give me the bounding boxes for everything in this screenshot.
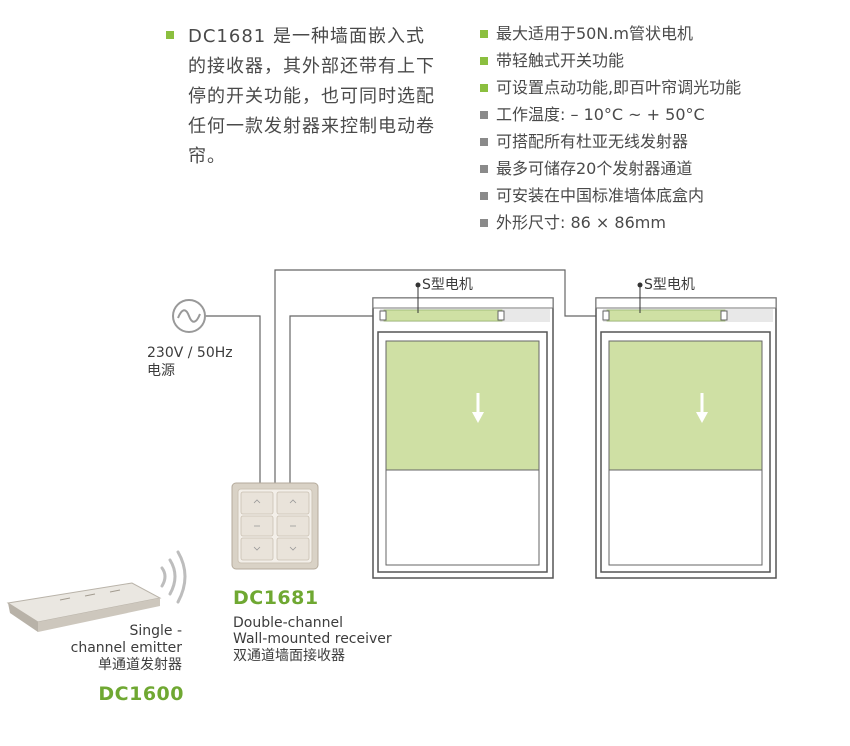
bullet-icon <box>480 138 488 146</box>
bullet-icon <box>480 111 488 119</box>
emitter-desc-line-1: Single - <box>129 623 182 639</box>
bullet-icon <box>480 219 488 227</box>
wall-receiver-device <box>231 482 319 570</box>
emitter-model: DC1600 <box>98 683 184 705</box>
feature-item: 外形尺寸: 86 × 86mm <box>480 209 840 236</box>
bullet-icon <box>480 57 488 65</box>
feature-item: 可设置点动功能,即百叶帘调光功能 <box>480 74 840 101</box>
receiver-desc-line-2: Wall-mounted receiver <box>233 631 392 647</box>
down-arrow-icon <box>472 412 484 423</box>
feature-item: 可安装在中国标准墙体底盒内 <box>480 182 840 209</box>
power-wire <box>205 315 261 485</box>
bullet-icon <box>480 30 488 38</box>
intro-block: DC1681 是一种墙面嵌入式的接收器，其外部还带有上下停的开关功能，也可同时选… <box>166 22 436 172</box>
signal-wave-icon <box>160 550 187 604</box>
down-arrow-icon <box>696 412 708 423</box>
power-voltage-label: 230V / 50Hz <box>147 345 233 361</box>
emitter-device <box>6 582 162 632</box>
motor-label-1: S型电机 <box>422 277 473 293</box>
window-blind-2 <box>595 282 777 579</box>
feature-list: 最大适用于50N.m管状电机 带轻触式开关功能 可设置点动功能,即百叶帘调光功能… <box>480 20 840 236</box>
feature-item: 可搭配所有杜亚无线发射器 <box>480 128 840 155</box>
bullet-icon <box>480 165 488 173</box>
motor-wire-1 <box>289 315 380 485</box>
ac-power-icon <box>172 299 206 333</box>
receiver-model: DC1681 <box>233 587 319 609</box>
emitter-desc-line-3: 单通道发射器 <box>98 657 182 673</box>
receiver-desc-line-1: Double-channel <box>233 615 344 631</box>
motor-label-2: S型电机 <box>644 277 695 293</box>
intro-text: DC1681 是一种墙面嵌入式的接收器，其外部还带有上下停的开关功能，也可同时选… <box>188 26 435 167</box>
window-blind-1 <box>372 282 554 579</box>
feature-item: 最大适用于50N.m管状电机 <box>480 20 840 47</box>
feature-item: 带轻触式开关功能 <box>480 47 840 74</box>
emitter-desc-line-2: channel emitter <box>70 640 182 656</box>
intro-bullet-icon <box>166 31 174 39</box>
feature-item: 最多可储存20个发射器通道 <box>480 155 840 182</box>
bullet-icon <box>480 84 488 92</box>
wires <box>205 269 603 485</box>
bullet-icon <box>480 192 488 200</box>
receiver-desc-line-3: 双通道墙面接收器 <box>233 648 345 664</box>
feature-item: 工作温度: – 10°C ~ + 50°C <box>480 101 840 128</box>
power-label: 电源 <box>147 363 175 379</box>
motor-wire-2 <box>274 269 603 485</box>
